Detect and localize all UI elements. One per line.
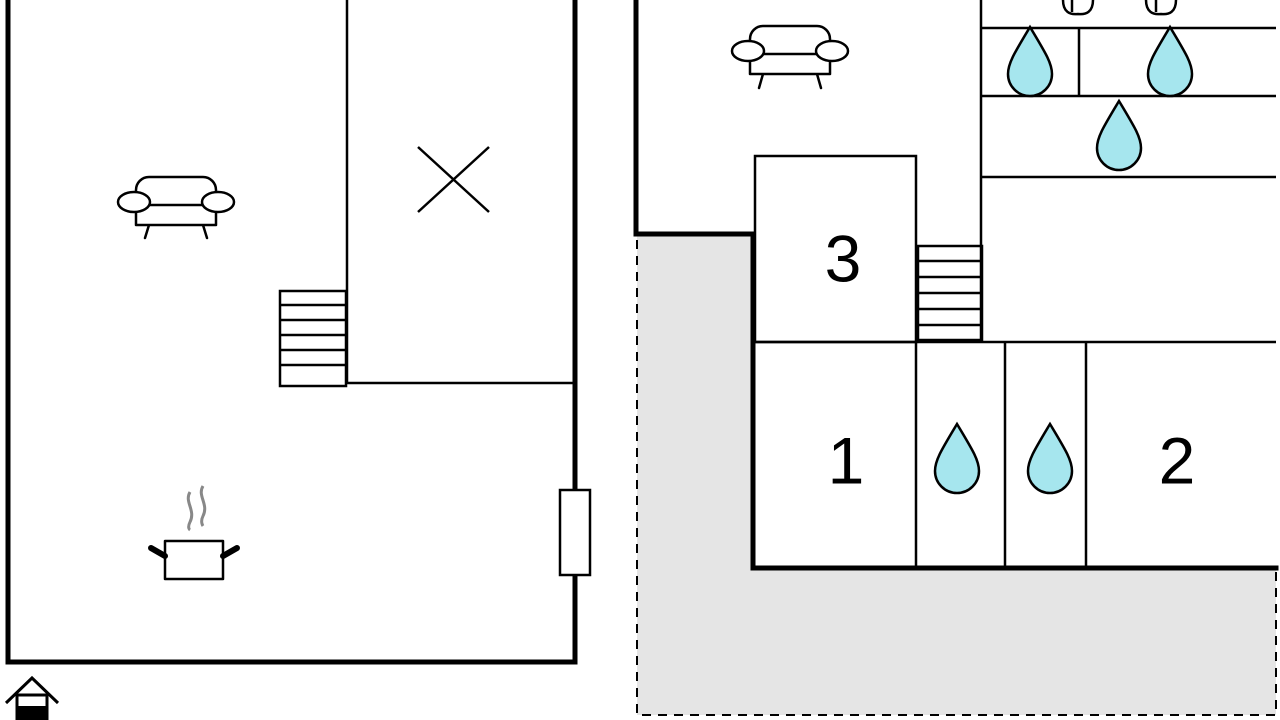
sofa-icon [116, 175, 236, 240]
room-1-label: 1 [828, 423, 865, 497]
water-drop-icon [1146, 24, 1194, 98]
toilet-icon [1061, 0, 1095, 16]
entrance-house-icon [4, 675, 60, 720]
water-drop-icon [1026, 421, 1074, 495]
cooking-pot-icon [148, 485, 240, 581]
void-room-partition [345, 0, 575, 385]
stairs-icon [916, 244, 984, 342]
room-2-label: 2 [1159, 423, 1196, 497]
door-icon [558, 488, 592, 577]
room-3-label: 3 [825, 221, 862, 295]
left-floor [4, 0, 592, 720]
void-cross-icon [417, 146, 490, 213]
water-drop-icon [933, 421, 981, 495]
right-floor: 3 1 2 [633, 0, 1279, 716]
toilet-icon [1144, 0, 1178, 16]
left-floor-outer-wall [5, 0, 578, 665]
water-drop-icon [1095, 98, 1143, 172]
stairs-icon [278, 289, 348, 388]
sofa-icon [730, 24, 850, 90]
water-drop-icon [1006, 24, 1054, 98]
right-floor-outer-wall [633, 0, 1279, 571]
